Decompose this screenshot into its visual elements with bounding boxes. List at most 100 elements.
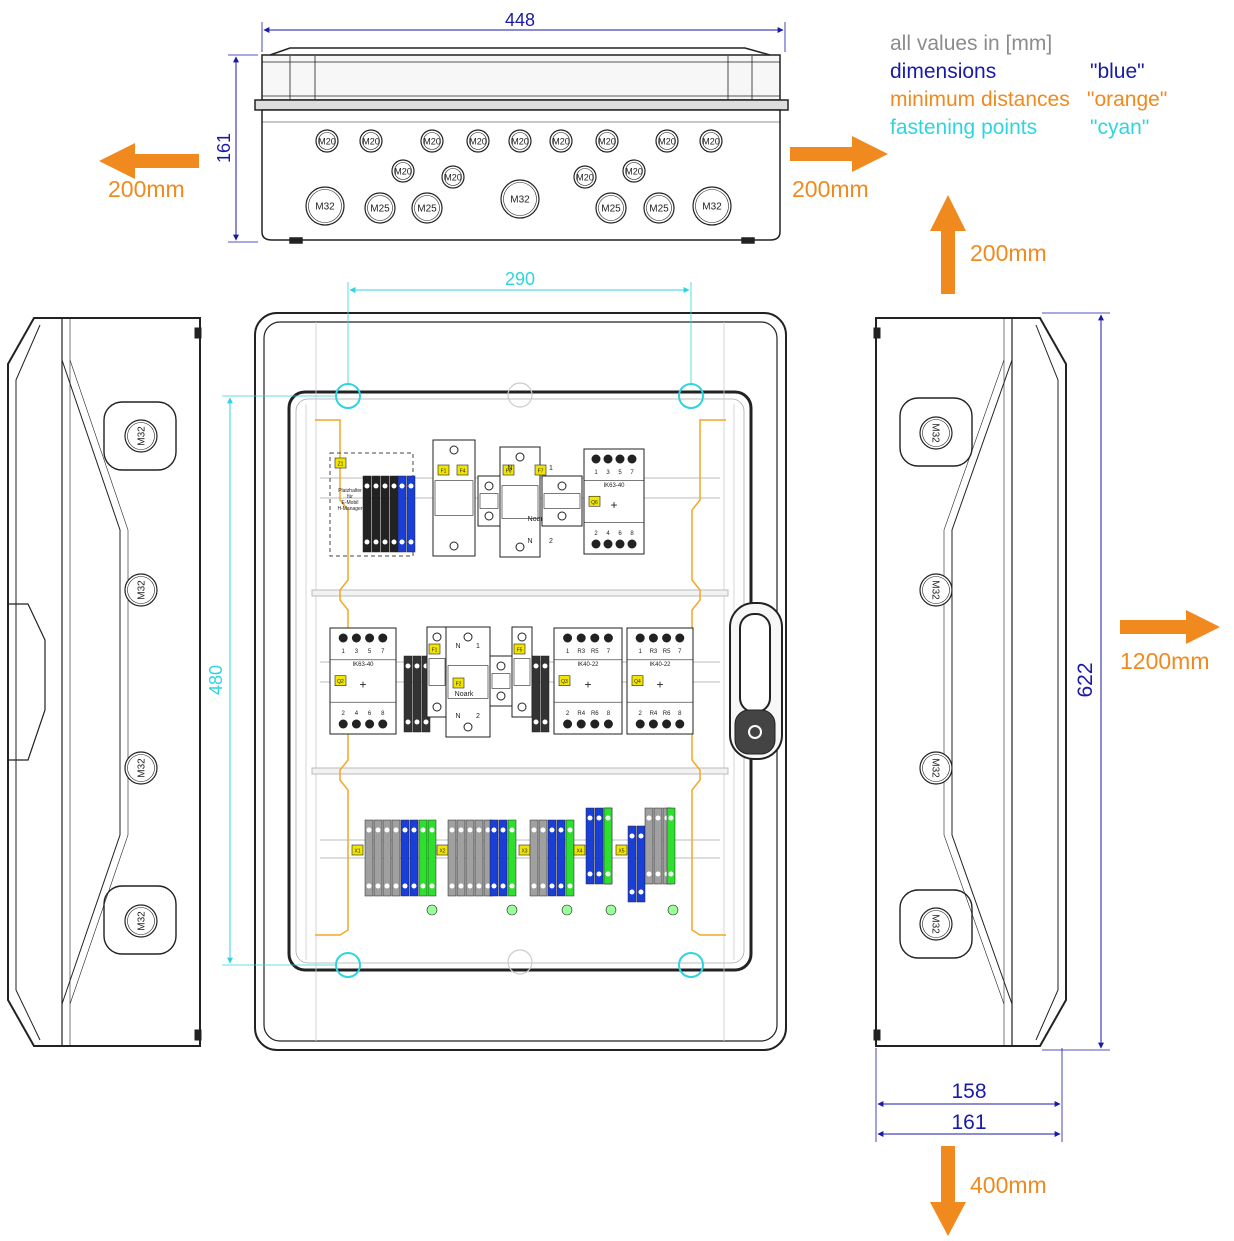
legend-dimensions-color: "blue" (1090, 60, 1145, 83)
terminal-number: 1 (342, 649, 346, 655)
arrow-front (1120, 610, 1220, 644)
gland-top-row: M20 (359, 129, 383, 153)
legend-row-distances: minimum distances "orange" (890, 86, 1167, 114)
dimension-290 (347, 282, 692, 384)
ground-terminal (506, 904, 518, 916)
legend-fastening-label: fastening points (890, 116, 1038, 139)
terminal-strip-x1-blue (400, 819, 419, 897)
fastening-point-bottom-right (678, 952, 704, 978)
dim-622-label: 622 (1074, 662, 1097, 697)
terminal-strip-x1-green (418, 819, 437, 897)
terminal-block-row2-a (403, 655, 431, 733)
gland-left-side: M32 (124, 573, 158, 607)
gland-bottom-row: M25 (643, 192, 675, 224)
dimension-161-top (228, 54, 258, 243)
contactor-type-label: IK63-40 (603, 483, 625, 489)
breaker-f1-f4 (432, 439, 476, 557)
distance-right-label: 200mm (792, 176, 869, 202)
device-tag-label: Q6 (591, 500, 598, 506)
device-tag: F2 (452, 677, 465, 689)
gland-bottom-row: M25 (411, 192, 443, 224)
ground-terminal (667, 904, 679, 916)
placeholder-text: H-Manager (337, 506, 362, 512)
contactor-type-label: IK40-22 (649, 662, 671, 668)
label-two: 2 (549, 538, 553, 545)
terminal-number: 7 (607, 649, 611, 655)
breaker-small-1 (477, 475, 501, 527)
label-two: 2 (476, 713, 480, 720)
device-tag-label: Q4 (634, 679, 641, 685)
plus-symbol: + (359, 677, 366, 691)
terminal-number: R6 (663, 711, 671, 717)
legend-distances-label: minimum distances (890, 88, 1070, 111)
device-tag-label: F1 (432, 648, 438, 654)
terminal-number: R6 (591, 711, 599, 717)
placeholder-text: E-Mobil (342, 500, 359, 506)
gland-top-row: M20 (595, 129, 619, 153)
label-n: N (455, 713, 460, 720)
ground-terminal (426, 904, 438, 916)
gland-label: M20 (658, 137, 676, 147)
device-tag-label: F1 (441, 469, 447, 475)
terminal-number: 2 (342, 711, 346, 717)
terminal-number: 6 (618, 531, 622, 537)
gland-middle-row: M20 (573, 165, 597, 189)
gland-middle-row: M20 (441, 165, 465, 189)
terminal-number: 3 (355, 649, 359, 655)
device-tag: Q3 (558, 675, 571, 687)
gland-top-row: M20 (315, 129, 339, 153)
gland-top-row: M20 (699, 129, 723, 153)
terminal-number: 8 (678, 711, 682, 717)
dim-448-label: 448 (505, 10, 535, 30)
terminal-strip-x5-blue (627, 825, 646, 903)
device-tag: F6 (502, 464, 515, 476)
device-tag-label: Z1 (338, 462, 344, 468)
dim-161-label: 161 (951, 1111, 986, 1134)
gland-right-side: M32 (919, 907, 953, 941)
gland-top-row: M20 (508, 129, 532, 153)
legend-row-dimensions: dimensions "blue" (890, 58, 1145, 86)
gland-label: M20 (625, 167, 643, 177)
terminal-number: 5 (618, 470, 622, 476)
device-tag: Q2 (334, 675, 347, 687)
gland-bottom-row: M25 (595, 192, 627, 224)
terminal-strip-x2-blue (489, 819, 508, 897)
terminal-strip-x2-grey (447, 819, 493, 897)
dim-158-label: 158 (951, 1080, 986, 1103)
label-one: 1 (476, 643, 480, 650)
gland-bottom-row: M32 (692, 186, 732, 226)
gland-label: M32 (930, 423, 941, 443)
device-tag-label: Q2 (337, 679, 344, 685)
brand-label: Noark (455, 691, 474, 698)
terminal-number: 7 (678, 649, 682, 655)
distance-front-label: 1200mm (1120, 648, 1209, 674)
device-tag-label: Q3 (561, 679, 568, 685)
gland-label: M32 (315, 202, 335, 213)
gland-left-side: M32 (124, 904, 158, 938)
gland-left-side: M32 (124, 419, 158, 453)
distance-arrows (99, 136, 1220, 1236)
breaker-small-2 (541, 475, 583, 527)
gland-middle-row: M20 (391, 159, 415, 183)
device-tag: F5 (513, 643, 526, 655)
gland-label: M32 (137, 911, 148, 931)
gland-label: M32 (930, 758, 941, 778)
distance-bottom-label: 400mm (970, 1172, 1047, 1198)
gland-label: M32 (137, 426, 148, 446)
gland-label: M32 (137, 580, 148, 600)
contactor-type-label: IK63-40 (352, 662, 374, 668)
device-tag-label: F4 (460, 469, 466, 475)
gland-label: M32 (930, 580, 941, 600)
gland-label: M32 (510, 195, 530, 206)
gland-label: M20 (362, 137, 380, 147)
device-tag-label: F6 (506, 469, 512, 475)
terminal-number: 7 (381, 649, 385, 655)
terminal-block-black (362, 475, 399, 553)
gland-top-row: M20 (549, 129, 573, 153)
gland-label: M20 (552, 137, 570, 147)
terminal-number: 3 (606, 470, 610, 476)
terminal-number: 7 (630, 470, 634, 476)
breaker-f2 (445, 626, 491, 738)
